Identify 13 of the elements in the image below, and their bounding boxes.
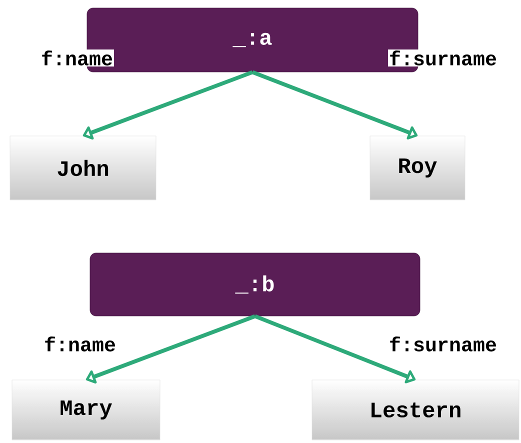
literal-box: Mary bbox=[12, 380, 160, 440]
arrow bbox=[86, 314, 256, 384]
arrow bbox=[82, 70, 254, 140]
edge-label: f:surname bbox=[388, 50, 498, 66]
literal-box: Lestern bbox=[312, 380, 520, 440]
arrow bbox=[254, 314, 416, 384]
literal-box: Roy bbox=[370, 136, 466, 200]
literal-box: John bbox=[10, 136, 156, 200]
edge-label: f:surname bbox=[388, 336, 498, 352]
blank-node-box: _:b bbox=[90, 252, 420, 316]
edge-label: f:name bbox=[40, 50, 114, 66]
edge-label: f:name bbox=[43, 336, 118, 352]
arrow bbox=[252, 70, 418, 140]
